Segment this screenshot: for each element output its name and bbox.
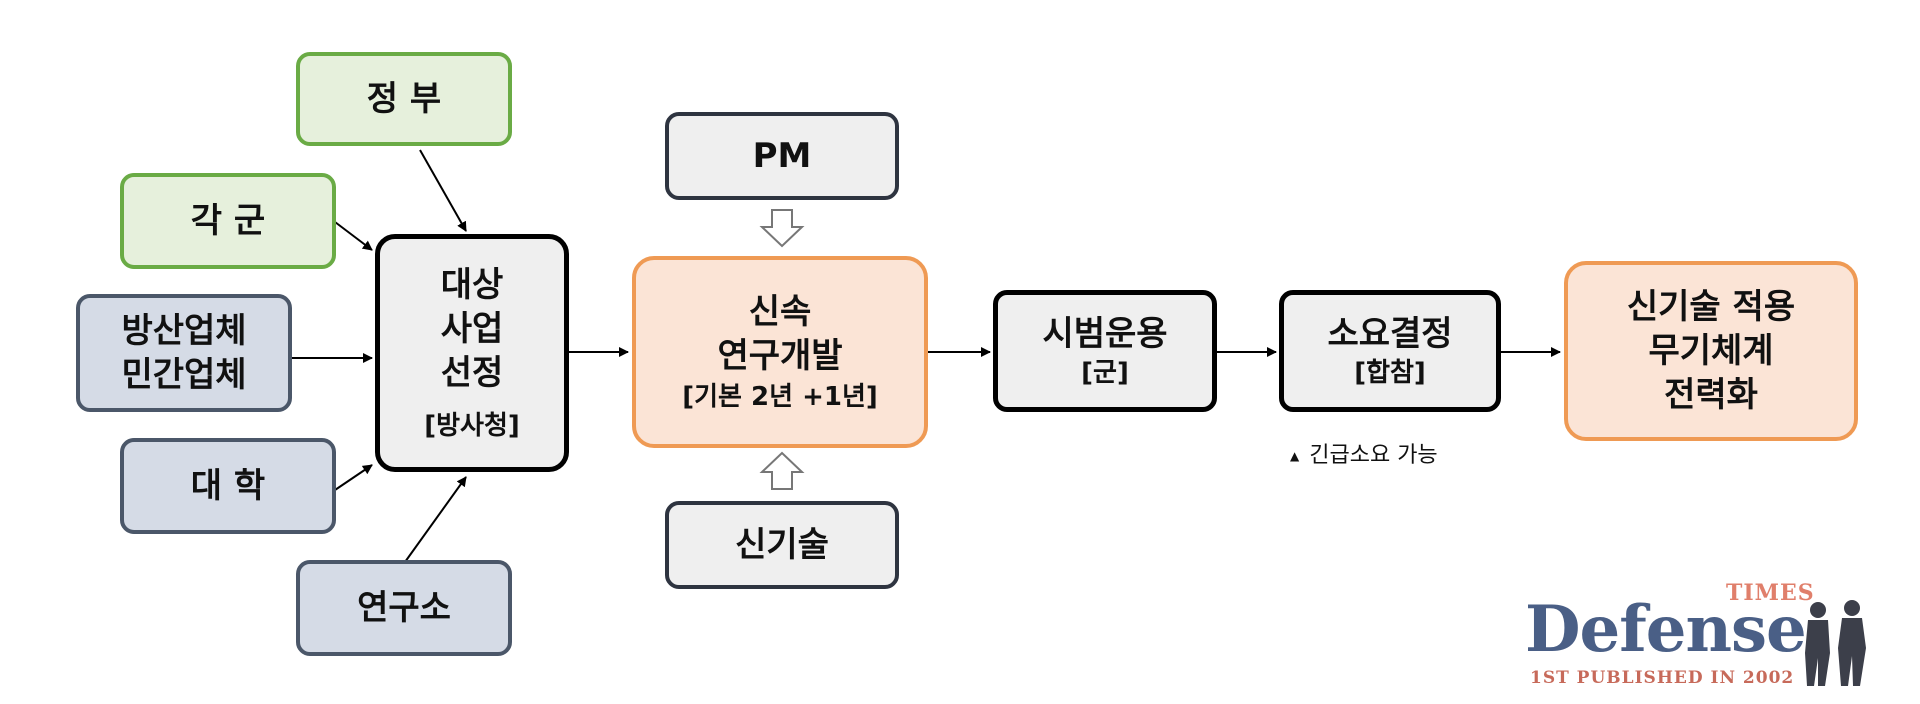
industry-label-line2: 민간업체	[121, 355, 247, 395]
pm-box: PM	[665, 112, 899, 200]
institute-box: 연구소	[296, 560, 512, 656]
final-line2: 무기체계	[1648, 331, 1774, 371]
government-box: 정 부	[296, 52, 512, 146]
urgent-note: ▲ 긴급소요 가능	[1290, 437, 1438, 469]
final-deployment-box: 신기술 적용 무기체계 전력화	[1564, 261, 1858, 441]
rapid-rd-box: 신속 연구개발 [기본 2년 +1년]	[632, 256, 928, 448]
soldier-silhouette-icon	[1805, 600, 1866, 686]
selection-agency: [방사청]	[424, 411, 520, 441]
requirement-title: 소요결정	[1327, 314, 1453, 354]
hollow-arrow-tech-up	[759, 451, 805, 490]
logo-name: Defense	[1525, 592, 1807, 667]
arrow-institute-to-selection	[404, 476, 467, 563]
final-line3: 전력화	[1664, 375, 1758, 415]
requirement-sub: [합참]	[1354, 358, 1426, 388]
trial-sub: [군]	[1081, 358, 1129, 388]
selection-line3: 선정	[440, 353, 504, 393]
urgent-note-text: 긴급소요 가능	[1309, 443, 1438, 468]
arrow-military-to-selection	[334, 221, 373, 251]
government-label: 정 부	[366, 79, 442, 119]
university-box: 대 학	[120, 438, 336, 534]
rapid-rd-period: [기본 2년 +1년]	[682, 382, 878, 412]
rapid-rd-line1: 신속	[748, 292, 812, 332]
selection-line1: 대상	[440, 265, 504, 305]
defense-times-logo: TIMES Defense 1ST PUBLISHED IN 2002	[1500, 580, 1900, 690]
arrow-university-to-selection	[334, 464, 373, 491]
bullet-icon: ▲	[1290, 449, 1300, 463]
logo-times: TIMES	[1726, 580, 1815, 606]
new-tech-label: 신기술	[735, 525, 829, 565]
trial-title: 시범운용	[1042, 314, 1168, 354]
institute-label: 연구소	[357, 588, 451, 628]
project-selection-box: 대상 사업 선정 [방사청]	[375, 234, 569, 472]
requirement-decision-box: 소요결정 [합참]	[1279, 290, 1501, 412]
industry-box: 방산업체 민간업체	[76, 294, 292, 412]
hollow-arrow-pm-down	[759, 209, 805, 248]
final-line1: 신기술 적용	[1626, 287, 1796, 327]
industry-label-line1: 방산업체	[121, 311, 247, 351]
selection-line2: 사업	[440, 309, 504, 349]
new-tech-box: 신기술	[665, 501, 899, 589]
arrow-government-to-selection	[419, 149, 467, 232]
rapid-rd-line2: 연구개발	[717, 336, 843, 376]
university-label: 대 학	[190, 466, 266, 506]
each-military-box: 각 군	[120, 173, 336, 269]
trial-operation-box: 시범운용 [군]	[993, 290, 1217, 412]
each-military-label: 각 군	[190, 201, 266, 241]
pm-label: PM	[752, 136, 812, 176]
logo-tagline: 1ST PUBLISHED IN 2002	[1530, 668, 1795, 688]
